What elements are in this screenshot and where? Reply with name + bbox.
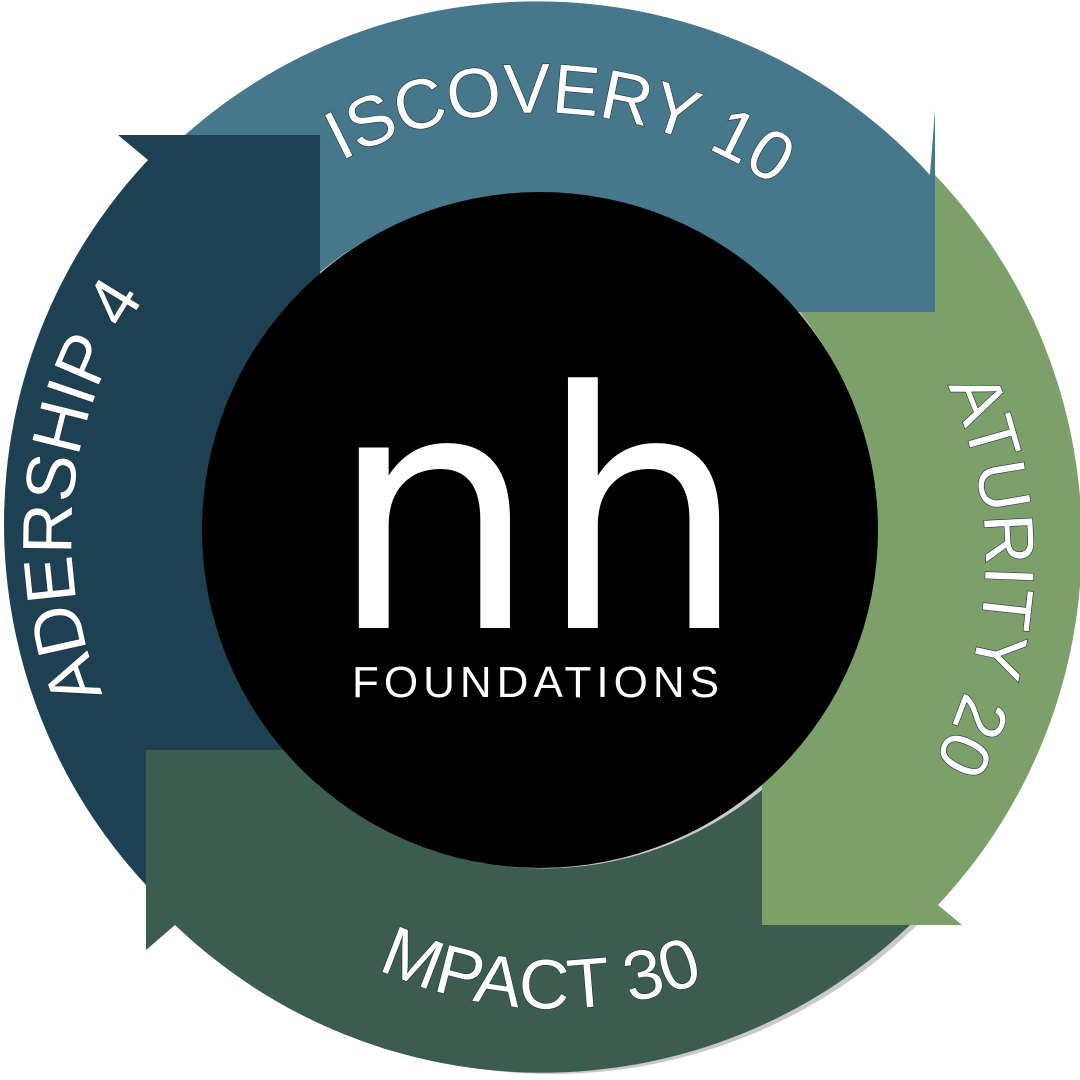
- leadership-arrow: [4, 135, 321, 885]
- maturity-arrow: [762, 175, 1080, 925]
- logo-subtitle: FOUNDATIONS: [352, 658, 724, 707]
- segment-discovery: DISCOVERY 101: [0, 0, 935, 312]
- center-logo: nh FOUNDATIONS: [202, 192, 878, 868]
- discovery-arrow: [185, 1, 935, 312]
- logo-text: nh: [329, 322, 747, 706]
- impact-arrow: [146, 750, 910, 1073]
- center-disc: [202, 192, 878, 868]
